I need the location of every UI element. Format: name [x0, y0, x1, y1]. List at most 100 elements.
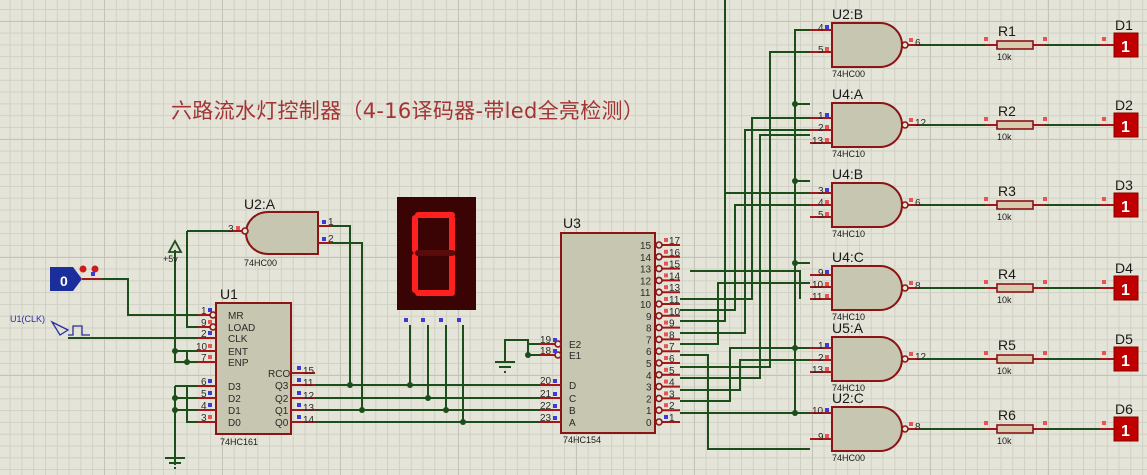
pin-name: 2 — [646, 394, 652, 405]
seven-segment-display[interactable] — [397, 197, 476, 322]
logic-probe-d3[interactable]: 1D3 — [1100, 177, 1139, 218]
pin-name: B — [569, 406, 576, 417]
resistor-value: 10k — [997, 366, 1012, 376]
gate-part: 74HC10 — [832, 229, 865, 239]
inversion-bubble — [655, 252, 663, 261]
inversion-bubble — [655, 323, 663, 332]
logic-probe-d1[interactable]: 1D1 — [1100, 17, 1139, 58]
gate-body — [245, 211, 319, 255]
pin-number: 1 — [818, 341, 824, 352]
pin-state — [825, 367, 829, 371]
probe-ref: D4 — [1115, 260, 1133, 276]
pin-state — [553, 416, 557, 420]
pin-state — [553, 392, 557, 396]
gate-part: 74HC00 — [244, 258, 277, 268]
pin-state — [404, 318, 408, 322]
pin-state — [825, 408, 829, 412]
inversion-bubble — [655, 359, 663, 367]
pin-state — [553, 404, 557, 408]
pin-number: 5 — [818, 210, 824, 221]
pin-state — [664, 273, 668, 278]
clock-label: U1(CLK) — [10, 314, 45, 324]
pin-state — [825, 188, 829, 192]
inversion-bubble — [655, 335, 663, 344]
pin-number: 3 — [201, 413, 207, 424]
chip-ref: U3 — [563, 215, 581, 231]
junctions — [172, 101, 798, 425]
pin-state — [208, 415, 212, 419]
inversion-bubble — [655, 406, 663, 415]
resistor-body — [996, 283, 1034, 293]
resistor-r5[interactable]: R5 10k — [984, 337, 1047, 376]
pin-number: 17 — [669, 236, 681, 247]
pin-name: Q1 — [275, 406, 289, 417]
pin-name: MR — [228, 311, 244, 322]
clock-generator[interactable]: U1(CLK) — [10, 314, 90, 336]
pin-state — [909, 281, 913, 285]
pin-state — [825, 434, 829, 438]
pin-state — [664, 403, 668, 408]
resistor-value: 10k — [997, 212, 1012, 222]
logic-probe-d2[interactable]: 1D2 — [1100, 97, 1139, 138]
pin-state — [664, 238, 668, 242]
pin-name: 10 — [640, 300, 652, 311]
logic-probe-d5[interactable]: 1D5 — [1100, 331, 1139, 372]
resistor-ref: R2 — [998, 103, 1016, 119]
pin-number: 12 — [915, 118, 927, 129]
probe-value: 1 — [1121, 282, 1130, 299]
pin-name: E2 — [569, 340, 582, 351]
inversion-bubble — [655, 394, 663, 403]
logic-state-input[interactable]: 0 — [50, 265, 102, 292]
pin-state — [1043, 117, 1047, 121]
pin-name: 11 — [640, 288, 651, 299]
pin-state — [984, 37, 988, 41]
gate-ref: U2:A — [244, 196, 276, 212]
resistor-ref: R5 — [998, 337, 1016, 353]
pin-number: 10 — [196, 342, 208, 353]
pin-number: 2 — [669, 401, 675, 412]
pin-number: 13 — [812, 365, 824, 376]
gate-part: 74HC00 — [832, 453, 865, 463]
pin-state — [909, 198, 913, 202]
pin-state — [825, 282, 829, 286]
resistor-body — [996, 424, 1034, 434]
pin-number: 18 — [540, 346, 552, 357]
pin-name: D — [569, 381, 576, 392]
pin-name: LOAD — [228, 323, 255, 334]
inversion-bubble — [554, 351, 562, 359]
pin-state — [825, 212, 829, 216]
pin-number: 1 — [328, 217, 334, 228]
probe-value: 1 — [1121, 39, 1130, 56]
chip-ref: U1 — [220, 286, 238, 302]
inversion-bubble — [901, 41, 909, 49]
pin-name: C — [569, 394, 576, 405]
pin-number: 6 — [669, 354, 675, 365]
chip-body — [215, 302, 292, 435]
logic-probe-d4[interactable]: 1D4 — [1100, 260, 1139, 301]
inversion-bubble — [655, 418, 663, 426]
pin-name: 6 — [646, 347, 652, 358]
pin-number: 9 — [201, 318, 207, 329]
pin-state — [208, 344, 212, 348]
pin-state — [984, 117, 988, 121]
pin-number: 2 — [201, 329, 207, 340]
logic-probe-d6[interactable]: 1D6 — [1100, 401, 1139, 442]
probe-value: 1 — [1121, 199, 1130, 216]
inversion-bubble — [901, 121, 909, 129]
pin-name: E1 — [569, 351, 582, 362]
ground-icon — [495, 361, 515, 373]
